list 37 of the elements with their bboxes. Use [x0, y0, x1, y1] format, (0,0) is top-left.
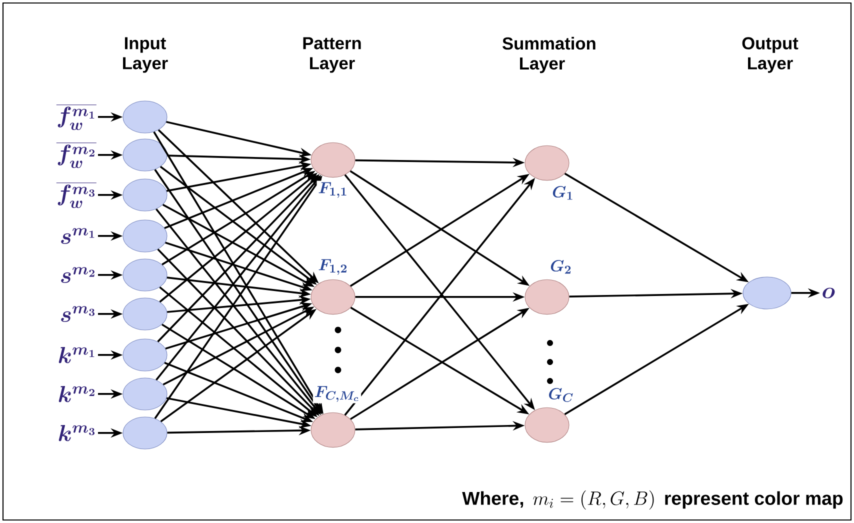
input-label: $s^{m_1}$	[61, 228, 94, 244]
neuron-label: $F_{1,2}$	[316, 258, 350, 276]
neuron-label: $G_C$	[546, 386, 576, 404]
neuron-circle	[524, 145, 570, 181]
input-label: $\overline{f_w^{m_3}}$	[56, 182, 96, 208]
neuron-circle	[122, 416, 168, 450]
input-label: $s^{m_2}$	[61, 267, 94, 283]
input-label: $\overline{f_w^{m_1}}$	[56, 104, 96, 130]
neuron-label: $F_{1,1}$	[316, 180, 350, 200]
neuron-label: $F_{C,M_c}$	[312, 384, 362, 404]
layer-title: Pattern Layer	[303, 37, 361, 73]
footnote-text: Where, $m_i = (R, G, B)$ represent color map	[462, 490, 843, 510]
neuron-circle	[742, 276, 792, 310]
layer-title: Output Layer	[742, 37, 798, 73]
neuron-circle	[524, 279, 570, 315]
neuron-circle	[122, 338, 168, 372]
layer-title: Input Layer	[123, 37, 168, 73]
neuron-circle	[524, 407, 570, 443]
neuron-circle	[122, 100, 168, 134]
neuron-circle	[122, 138, 168, 172]
input-label: $\overline{f_w^{m_2}}$	[56, 142, 96, 168]
neuron-label: $G_2$	[548, 258, 574, 275]
input-label: $k^{m_2}$	[58, 386, 94, 402]
layer-title: Summation Layer	[502, 36, 596, 74]
neuron-circle	[310, 412, 356, 448]
input-label: $k^{m_3}$	[58, 425, 95, 442]
neuron-circle	[310, 279, 356, 315]
neuron-circle	[122, 258, 168, 292]
neuron-label: $G_1$	[550, 184, 576, 202]
input-label: $o$	[822, 288, 835, 298]
neuron-circle	[122, 220, 168, 252]
neuron-circle	[122, 378, 168, 410]
input-label: $s^{m_3}$	[61, 306, 95, 322]
neuron-circle	[310, 142, 356, 178]
neuron-circle	[122, 298, 168, 330]
input-label: $k^{m_1}$	[58, 347, 94, 364]
neuron-circle	[122, 178, 168, 212]
